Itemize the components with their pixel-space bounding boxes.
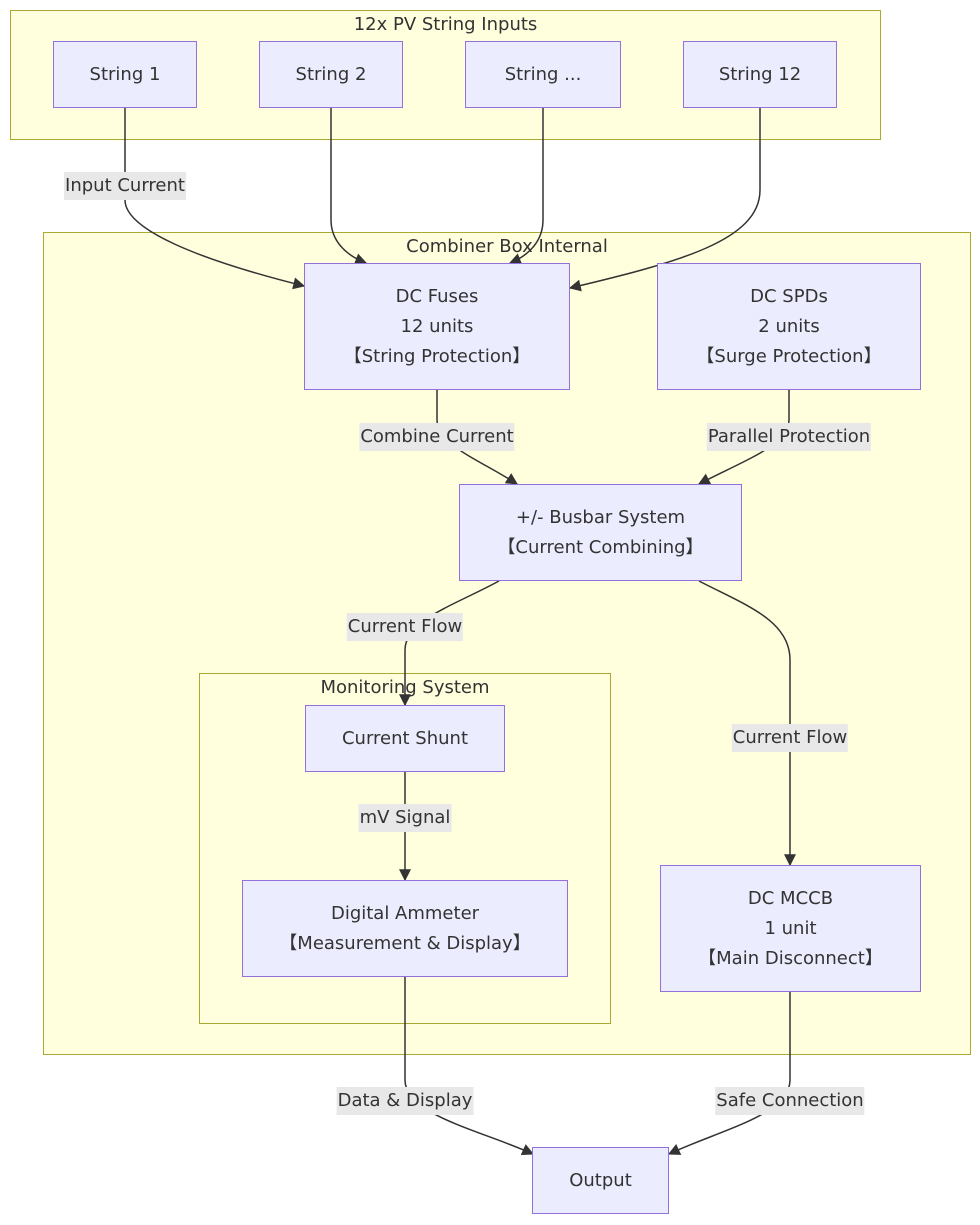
node-dc-spds-role: 【Surge Protection】 — [696, 345, 882, 367]
node-digital-ammeter-role: 【Measurement & Display】 — [279, 932, 531, 954]
node-dc-fuses: DC Fuses 12 units 【String Protection】 — [304, 263, 570, 390]
node-dc-fuses-role: 【String Protection】 — [343, 345, 531, 367]
node-output-label: Output — [569, 1169, 632, 1191]
node-output: Output — [532, 1147, 669, 1214]
edge-label-current-flow-right: Current Flow — [731, 724, 849, 752]
node-string-2: String 2 — [259, 41, 403, 108]
pv-string-inputs-title: 12x PV String Inputs — [353, 14, 538, 35]
edge-string12-to-fuses — [568, 108, 761, 292]
edge-label-mv-signal: mV Signal — [358, 804, 452, 832]
node-dc-mccb-role: 【Main Disconnect】 — [698, 947, 883, 969]
edge-string1-to-fuses — [124, 108, 306, 290]
node-digital-ammeter: Digital Ammeter 【Measurement & Display】 — [242, 880, 568, 977]
combiner-box-title: Combiner Box Internal — [406, 236, 608, 257]
edge-label-input-current: Input Current — [64, 172, 186, 200]
edge-mccb-to-output — [667, 992, 791, 1155]
edge-label-data-display: Data & Display — [336, 1087, 474, 1115]
edge-busbar-to-shunt — [399, 580, 500, 707]
node-string-1-label: String 1 — [89, 63, 161, 85]
edge-busbar-to-mccb — [698, 580, 796, 867]
node-busbar-role: 【Current Combining】 — [497, 536, 704, 558]
node-dc-mccb-title: DC MCCB — [747, 887, 834, 909]
node-dc-fuses-title: DC Fuses — [395, 285, 479, 307]
edge-label-combine-current: Combine Current — [359, 423, 515, 451]
node-dc-spds-title: DC SPDs — [750, 285, 828, 307]
node-string-more: String ... — [465, 41, 621, 108]
node-dc-mccb-count: 1 unit — [764, 917, 817, 939]
node-string-12-label: String 12 — [718, 63, 802, 85]
node-busbar: +/- Busbar System 【Current Combining】 — [459, 484, 742, 581]
node-current-shunt-label: Current Shunt — [341, 727, 469, 749]
node-string-more-label: String ... — [504, 63, 582, 85]
edge-stringmore-to-fuses — [508, 108, 544, 265]
node-string-2-label: String 2 — [295, 63, 367, 85]
edge-string2-to-fuses — [330, 108, 368, 265]
edge-ammeter-to-output — [404, 977, 535, 1156]
node-busbar-title: +/- Busbar System — [515, 506, 686, 528]
node-dc-spds-count: 2 units — [758, 315, 820, 337]
node-dc-spds: DC SPDs 2 units 【Surge Protection】 — [657, 263, 921, 390]
edge-label-safe-connection: Safe Connection — [715, 1087, 865, 1115]
edge-label-parallel-protection: Parallel Protection — [706, 423, 872, 451]
node-current-shunt: Current Shunt — [305, 705, 505, 772]
node-string-12: String 12 — [683, 41, 837, 108]
edge-label-current-flow-left: Current Flow — [346, 613, 464, 641]
node-digital-ammeter-title: Digital Ammeter — [330, 902, 480, 924]
node-dc-mccb: DC MCCB 1 unit 【Main Disconnect】 — [660, 865, 921, 992]
node-dc-fuses-count: 12 units — [400, 315, 474, 337]
node-string-1: String 1 — [53, 41, 197, 108]
